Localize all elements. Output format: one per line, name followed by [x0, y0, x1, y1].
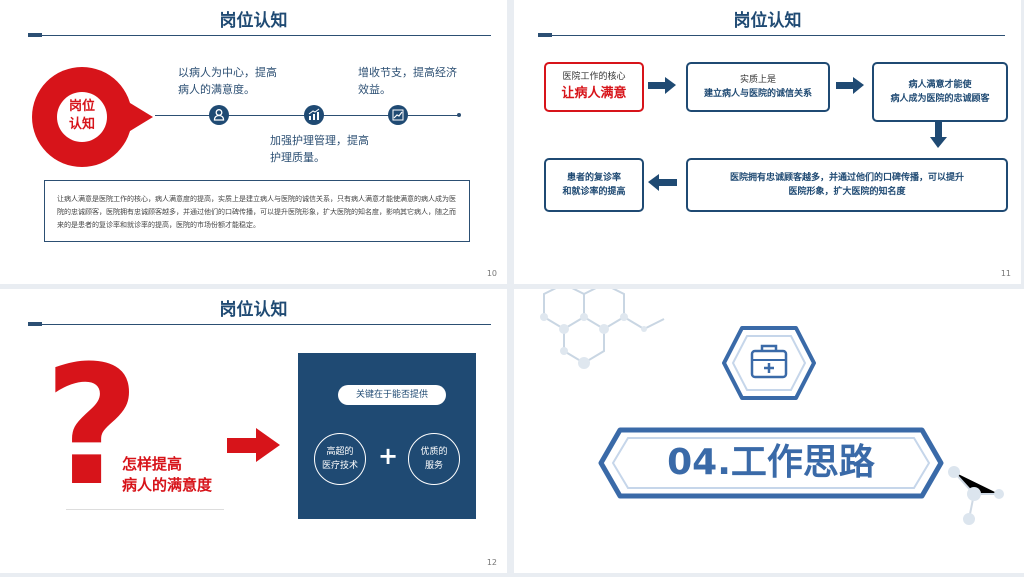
question-underline — [66, 509, 224, 510]
page-number: 10 — [486, 269, 497, 278]
question-line1: 怎样提高 — [122, 455, 183, 473]
title-rule-accent — [28, 33, 42, 37]
pin-center — [57, 92, 107, 142]
point-patient-centered: 以病人为中心，提高 病人的满意度。 — [178, 64, 277, 98]
circle2-line2: 服务 — [424, 461, 443, 471]
point2-line2: 护理质量。 — [270, 151, 325, 164]
title-rule — [538, 35, 1005, 36]
page-number: 11 — [1000, 269, 1011, 278]
point3-line1: 增收节支，提高经济 — [358, 66, 457, 79]
box5-line1: 患者的复诊率 — [566, 173, 621, 183]
box3-line2: 病人成为医院的忠诚顾客 — [890, 94, 990, 104]
timeline-end-dot — [457, 113, 461, 117]
paragraph-box: 让病人满意是医院工作的核心，病人满意度的提高，实质上是建立病人与医院的诚信关系，… — [44, 180, 470, 242]
box2-main: 建立病人与医院的诚信关系 — [703, 89, 812, 99]
circle2-line1: 优质的 — [420, 447, 448, 457]
molecule-decoration-icon — [540, 289, 665, 369]
point1-line1: 以病人为中心，提高 — [178, 66, 277, 79]
growth-chart-icon — [304, 105, 324, 125]
circle1-line2: 医疗技术 — [321, 461, 358, 471]
point2-line1: 加强护理管理，提高 — [270, 134, 369, 147]
flow-box-loyal-customer: 病人满意才能使 病人成为医院的忠诚顾客 — [872, 62, 1008, 122]
key-pill: 关键在于能否提供 — [338, 385, 446, 405]
pin-label-line2: 认知 — [68, 117, 95, 132]
circle-medical-skill: 高超的 医疗技术 — [314, 433, 366, 485]
arrow-down-icon — [930, 120, 947, 150]
trend-chart-icon — [388, 105, 408, 125]
title-rule — [28, 324, 491, 325]
plus-icon: + — [378, 442, 399, 470]
question-mark-icon: ? — [44, 330, 140, 522]
arrow-right-icon — [648, 77, 678, 94]
paragraph-text: 让病人满意是医院工作的核心，病人满意度的提高，实质上是建立病人与医院的诚信关系，… — [57, 195, 456, 229]
section-banner-frame — [598, 427, 944, 499]
circle1-line1: 高超的 — [326, 447, 354, 457]
title-rule-accent — [538, 33, 552, 37]
pin-label: 岗位 认知 — [62, 98, 102, 134]
flow-box-return-rate: 患者的复诊率 和就诊率的提高 — [544, 158, 644, 212]
slide-13[interactable]: 04.工作思路 — [514, 289, 1024, 573]
box1-caption: 医院工作的核心 — [562, 72, 626, 82]
question-line2: 病人的满意度 — [122, 476, 213, 494]
arrow-left-icon — [648, 174, 678, 191]
box4-line1: 医院拥有忠诚顾客越多，并通过他们的口碑传播，可以提升 — [729, 173, 964, 183]
box4-line2: 医院形象，扩大医院的知名度 — [788, 187, 906, 197]
medical-kit-icon — [722, 326, 816, 400]
title-rule-accent — [28, 322, 42, 326]
point-economic-benefit: 增收节支，提高经济 效益。 — [358, 64, 457, 98]
pin-label-line1: 岗位 — [68, 99, 95, 114]
point3-line2: 效益。 — [358, 83, 391, 96]
page-number: 12 — [486, 558, 497, 567]
circle-quality-service: 优质的 服务 — [408, 433, 460, 485]
flow-box-reputation: 医院拥有忠诚顾客越多，并通过他们的口碑传播，可以提升 医院形象，扩大医院的知名度 — [686, 158, 1008, 212]
user-icon — [209, 105, 229, 125]
box3-line1: 病人满意才能使 — [908, 80, 972, 90]
slide-title: 岗位认知 — [219, 300, 288, 320]
flow-box-essence: 实质上是 建立病人与医院的诚信关系 — [686, 62, 830, 112]
title-rule — [28, 35, 491, 36]
slide-title: 岗位认知 — [733, 11, 802, 31]
answer-panel: 关键在于能否提供 高超的 医疗技术 + 优质的 服务 — [298, 353, 476, 519]
section-title: 04.工作思路 — [667, 442, 875, 483]
flow-box-core: 医院工作的核心 让病人满意 — [544, 62, 644, 112]
question-text: 怎样提高 病人的满意度 — [122, 454, 212, 496]
molecule-decoration-icon — [948, 466, 1004, 525]
arrow-right-icon — [836, 77, 866, 94]
slide-title: 岗位认知 — [219, 11, 288, 31]
point-nursing-management: 加强护理管理，提高 护理质量。 — [270, 132, 369, 166]
box1-main: 让病人满意 — [561, 86, 627, 101]
slide-12[interactable]: 岗位认知 ? 怎样提高 病人的满意度 关键在于能否提供 高超的 医疗技术 + 优… — [0, 289, 507, 573]
point1-line2: 病人的满意度。 — [178, 83, 255, 96]
slide-10[interactable]: 岗位认知 岗位 认知 以病人为中心，提高 病人的满意度。 加强护理管理，提高 护… — [0, 0, 507, 284]
box2-caption: 实质上是 — [739, 75, 776, 85]
box5-line2: 和就诊率的提高 — [562, 187, 626, 197]
slide-11[interactable]: 岗位认知 医院工作的核心 让病人满意 实质上是 建立病人与医院的诚信关系 病人满… — [514, 0, 1021, 284]
